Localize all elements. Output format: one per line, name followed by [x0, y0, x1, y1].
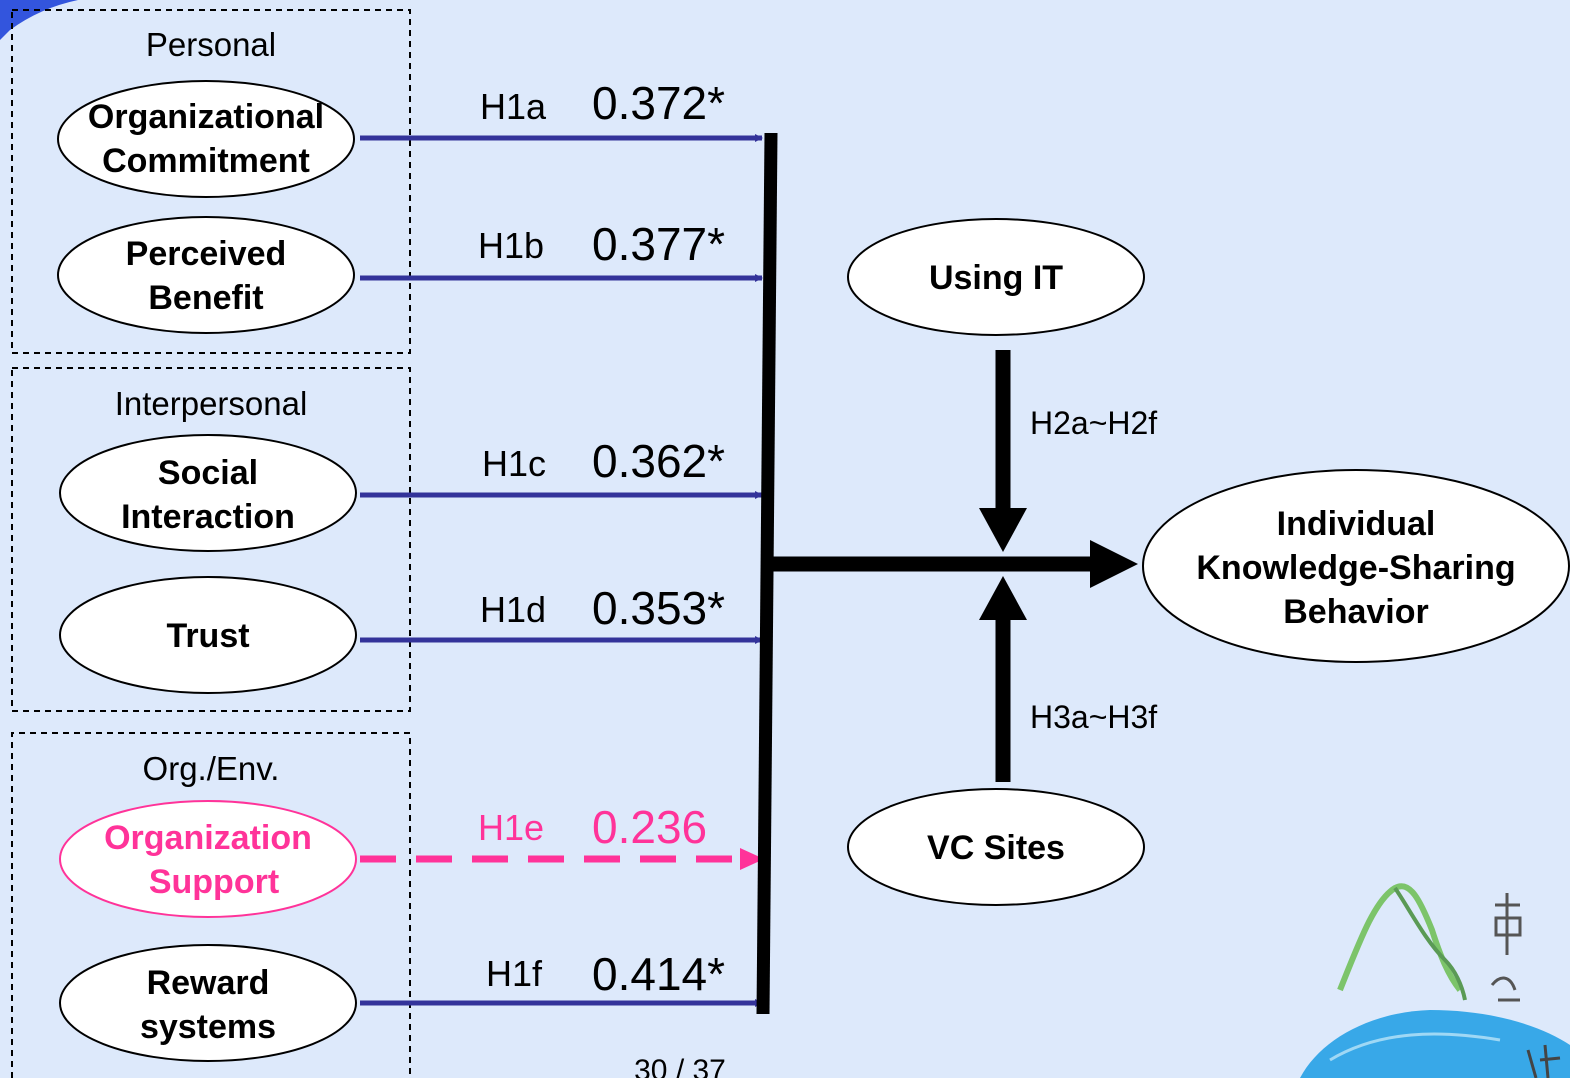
- hypothesis-label-h1f: H1f: [486, 953, 543, 994]
- factor-label-line2: systems: [140, 1008, 276, 1046]
- group-label-interpersonal: Interpersonal: [115, 385, 308, 422]
- group-label-personal: Personal: [146, 26, 276, 63]
- group-box-org-env: [11, 732, 411, 1078]
- moderator-hypothesis-h3: H3a~H3f: [1030, 699, 1157, 735]
- group-box-interpersonal: [11, 367, 411, 712]
- factor-node-reward-systems: Reward systems: [59, 944, 357, 1062]
- moderator-node-using-it: Using IT: [847, 218, 1145, 336]
- coefficient-label-h1b: 0.377*: [592, 218, 725, 270]
- hypothesis-label-h1a: H1a: [480, 86, 547, 127]
- coefficient-label-h1e: 0.236: [592, 801, 707, 853]
- corner-decoration: [0, 0, 78, 40]
- hypothesis-label-h1b: H1b: [478, 225, 544, 266]
- coefficient-label-h1f: 0.414*: [592, 948, 725, 1000]
- factor-node-social-interaction: Social Interaction: [59, 434, 357, 552]
- factor-node-trust: Trust: [59, 576, 357, 694]
- main-path-arrow: [770, 540, 1138, 588]
- outcome-label-line2: Knowledge-Sharing: [1196, 549, 1515, 587]
- main-collector-bar: [756, 132, 778, 1015]
- factor-label-line1: Perceived: [126, 235, 287, 273]
- factor-node-perceived-benefit: Perceived Benefit: [57, 216, 355, 334]
- factor-label-line1: Trust: [166, 617, 249, 655]
- outcome-label-line3: Behavior: [1283, 593, 1429, 631]
- factor-label-line1: Organizational: [88, 98, 324, 136]
- factor-label-line2: Benefit: [148, 279, 263, 317]
- group-label-org-env: Org./Env.: [143, 750, 280, 787]
- factor-label-line1: Reward: [147, 964, 270, 1002]
- outcome-label-line1: Individual: [1277, 505, 1436, 543]
- university-logo: [1300, 883, 1570, 1078]
- coefficient-label-h1c: 0.362*: [592, 435, 725, 487]
- hypothesis-label-h1c: H1c: [482, 443, 546, 484]
- hypothesis-label-h1e: H1e: [478, 807, 544, 848]
- coefficient-label-h1d: 0.353*: [592, 582, 725, 634]
- factor-label-line2: Commitment: [102, 142, 310, 180]
- factor-label-line2: Support: [149, 863, 279, 901]
- page-number: 30 / 37: [634, 1054, 726, 1078]
- outcome-node: Individual Knowledge-Sharing Behavior: [1142, 469, 1570, 663]
- factor-label-line1: Organization: [104, 819, 312, 857]
- hypothesis-label-h1d: H1d: [480, 589, 546, 630]
- moderator-label-vc-sites: VC Sites: [927, 829, 1065, 867]
- factor-node-organization-support: Organization Support: [59, 800, 357, 918]
- coefficient-label-h1a: 0.372*: [592, 77, 725, 129]
- moderator-hypothesis-h2: H2a~H2f: [1030, 405, 1157, 441]
- group-box-personal: [11, 9, 411, 354]
- factor-node-organizational-commitment: Organizational Commitment: [57, 80, 355, 198]
- factor-label-line2: Interaction: [121, 498, 295, 536]
- factor-label-line1: Social: [158, 454, 258, 492]
- moderator-arrow-vc-sites: [979, 576, 1027, 782]
- moderator-arrow-using-it: [979, 350, 1027, 552]
- moderator-label-using-it: Using IT: [929, 259, 1063, 297]
- moderator-node-vc-sites: VC Sites: [847, 788, 1145, 906]
- path-arrow-h1e: [360, 848, 764, 870]
